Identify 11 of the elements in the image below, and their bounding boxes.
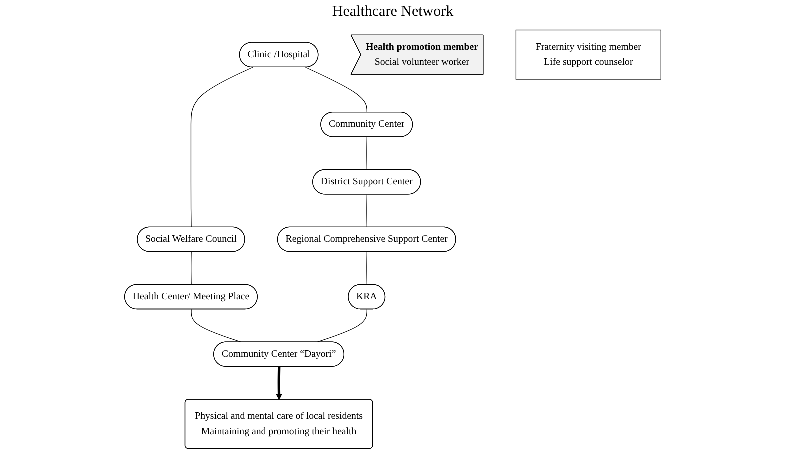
network-label: Healthcare Network: [332, 4, 454, 20]
connector: [316, 309, 368, 343]
connector: [305, 67, 368, 113]
connector: [190, 67, 254, 228]
node-box: Fraternity visiting member Life support counselor: [516, 30, 662, 80]
connector: [191, 252, 192, 286]
connector: [366, 194, 368, 228]
arrow: [276, 367, 282, 400]
connector: [366, 136, 368, 170]
connector: [191, 309, 242, 343]
connector: [366, 252, 368, 286]
